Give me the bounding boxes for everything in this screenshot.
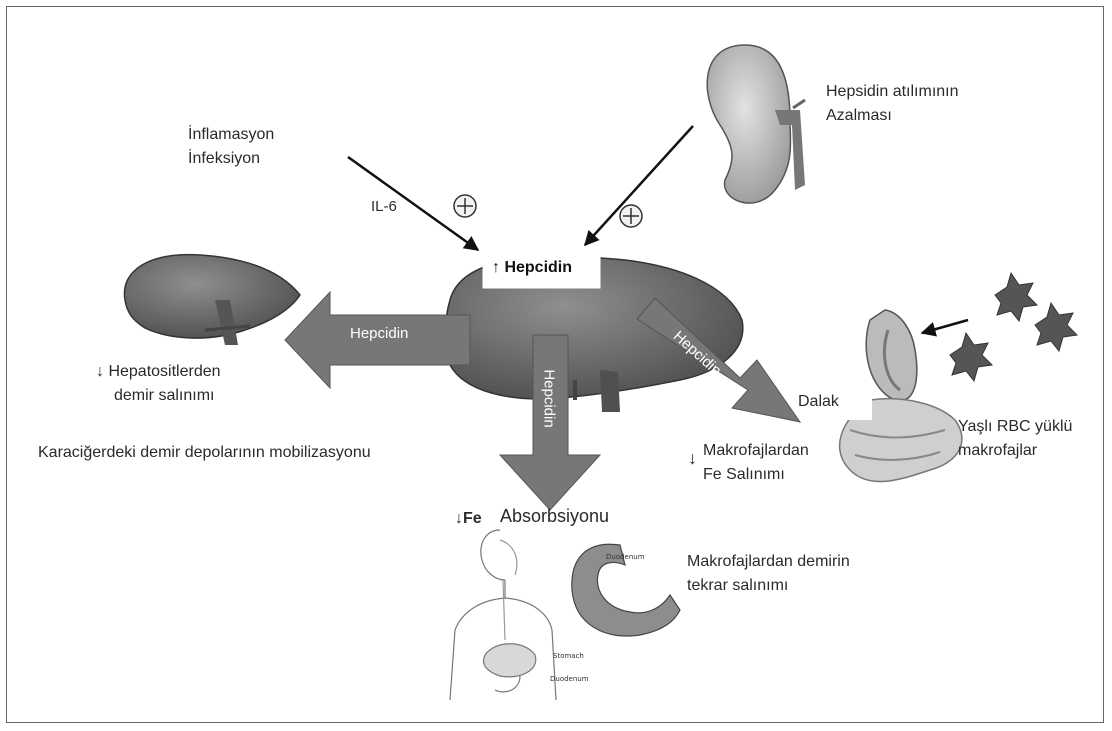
spleen-icon bbox=[822, 310, 962, 482]
stomach-label: Stomach bbox=[553, 652, 584, 660]
plus-icon bbox=[620, 205, 642, 227]
macrophage-arrow bbox=[922, 320, 968, 333]
old-rbc-label-line2: makrofajlar bbox=[958, 441, 1037, 461]
fe-label: ↓Fe bbox=[455, 509, 482, 529]
macrophage-release-line2: Fe Salınımı bbox=[703, 465, 785, 485]
spleen-label: Dalak bbox=[798, 392, 839, 412]
plus-icon bbox=[454, 195, 476, 217]
absorption-label: Absorbsiyonu bbox=[500, 506, 609, 526]
duodenum-bottom-label: Duodenum bbox=[550, 675, 589, 683]
liver-store-label: Karaciğerdeki demir depolarının mobiliza… bbox=[38, 443, 371, 463]
human-body-icon bbox=[450, 530, 556, 700]
duodenum-top-label: Duodenum bbox=[606, 553, 645, 561]
macrophage-release-line1: Makrofajlardan bbox=[703, 441, 809, 461]
liver-icon bbox=[124, 255, 300, 345]
kidney-label-line2: Azalması bbox=[826, 106, 892, 126]
re-release-label-line2: tekrar salınımı bbox=[687, 576, 788, 596]
hepatocyte-label-line2: demir salınımı bbox=[114, 386, 214, 406]
re-release-label-line1: Makrofajlardan demirin bbox=[687, 552, 850, 572]
macrophage-release-arrow: ↓ bbox=[688, 448, 697, 468]
hepatocyte-label-line1: ↓ Hepatositlerden bbox=[96, 362, 221, 382]
old-rbc-label-line1: Yaşlı RBC yüklü bbox=[958, 417, 1072, 437]
inflammation-label: İnflamasyon bbox=[188, 125, 274, 145]
macrophage-icon bbox=[950, 273, 1077, 381]
kidney-label-line1: Hepsidin atılımının bbox=[826, 82, 959, 102]
il6-label: IL-6 bbox=[371, 197, 397, 217]
hepcidin-arrow-down-label: Hepcidin bbox=[541, 369, 558, 427]
kidney-icon bbox=[707, 45, 805, 203]
kidney-arrow bbox=[585, 126, 693, 245]
infection-label: İnfeksiyon bbox=[188, 149, 260, 169]
hepcidin-arrow-left-label: Hepcidin bbox=[350, 325, 408, 342]
hepcidin-increase-label: ↑ Hepcidin bbox=[492, 258, 572, 278]
